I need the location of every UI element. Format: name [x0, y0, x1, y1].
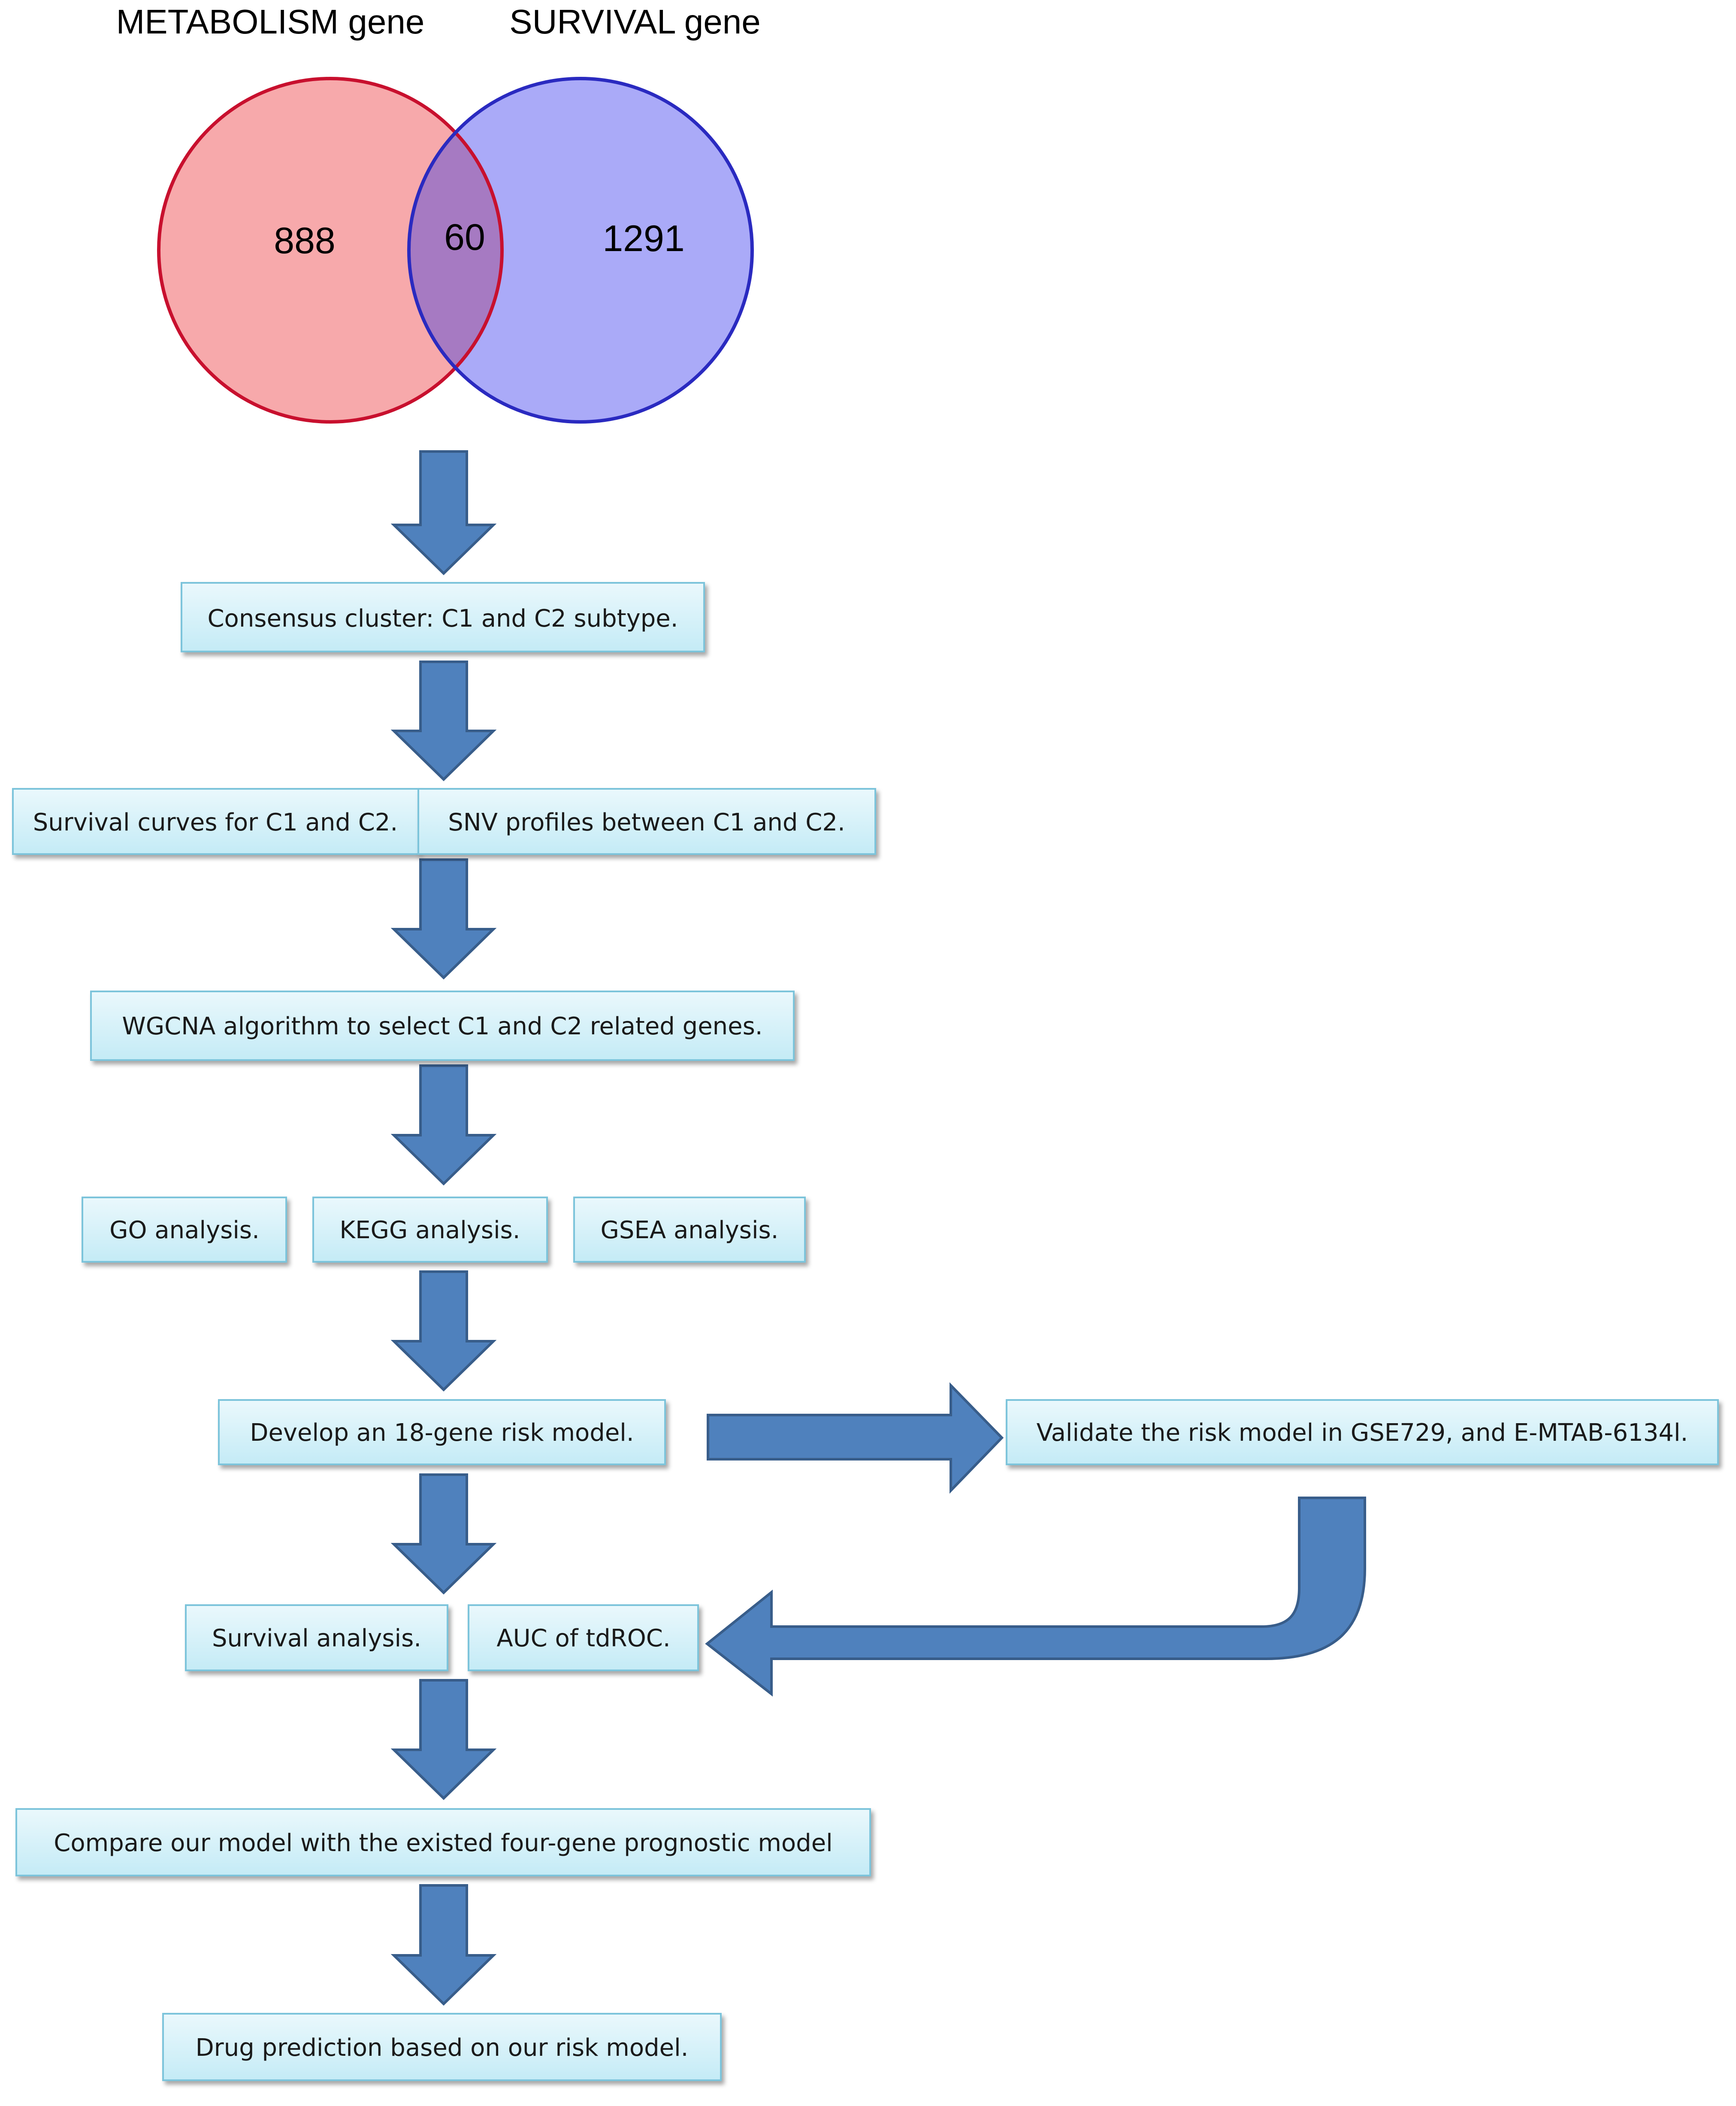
down-arrows	[390, 450, 497, 2006]
drug-prediction-box: Drug prediction based on our risk model.	[162, 2013, 722, 2081]
snv-profiles-text: SNV profiles between C1 and C2.	[448, 809, 845, 836]
consensus-cluster-text: Consensus cluster: C1 and C2 subtype.	[207, 605, 678, 633]
auc-text: AUC of tdROC.	[496, 1624, 670, 1652]
down-arrow-icon	[390, 661, 497, 782]
venn-diagram: METABOLISM gene SURVIVAL gene 888 60 129…	[116, 3, 761, 424]
metabolism-circle-outline	[157, 77, 504, 424]
down-arrow-icon	[390, 450, 497, 576]
survival-analysis-box: Survival analysis.	[185, 1604, 448, 1671]
risk-model-text: Develop an 18-gene risk model.	[250, 1419, 634, 1447]
return-arrow-icon	[705, 1497, 1366, 1697]
snv-profiles-box: SNV profiles between C1 and C2.	[417, 788, 876, 855]
step-boxes: Consensus cluster: C1 and C2 subtype. Su…	[12, 582, 1719, 2081]
kegg-analysis-box: KEGG analysis.	[312, 1197, 548, 1263]
go-analysis-box: GO analysis.	[82, 1197, 287, 1263]
survival-only-count: 1291	[602, 218, 684, 259]
down-arrow-icon	[390, 858, 497, 980]
wgcna-box: WGCNA algorithm to select C1 and C2 rela…	[90, 991, 795, 1061]
down-arrow-icon	[390, 1064, 497, 1186]
compare-model-text: Compare our model with the existed four-…	[54, 1829, 832, 1857]
gsea-analysis-box: GSEA analysis.	[573, 1197, 806, 1263]
validate-box: Validate the risk model in GSE729, and E…	[1006, 1399, 1719, 1465]
risk-model-box: Develop an 18-gene risk model.	[218, 1399, 666, 1465]
drug-prediction-text: Drug prediction based on our risk model.	[196, 2034, 689, 2062]
wgcna-text: WGCNA algorithm to select C1 and C2 rela…	[122, 1012, 762, 1040]
kegg-analysis-text: KEGG analysis.	[339, 1216, 520, 1244]
survival-circle	[409, 79, 752, 422]
metabolism-gene-label: METABOLISM gene	[116, 3, 425, 41]
auc-box: AUC of tdROC.	[468, 1604, 699, 1671]
metabolism-only-count: 888	[274, 220, 336, 261]
survival-gene-label: SURVIVAL gene	[509, 3, 761, 41]
validate-text: Validate the risk model in GSE729, and E…	[1037, 1419, 1688, 1447]
survival-circle-outline	[407, 77, 754, 424]
right-arrow-icon	[707, 1382, 1004, 1494]
survival-analysis-text: Survival analysis.	[212, 1624, 421, 1652]
consensus-cluster-box: Consensus cluster: C1 and C2 subtype.	[181, 582, 705, 652]
compare-model-box: Compare our model with the existed four-…	[15, 1808, 871, 1876]
down-arrow-icon	[390, 1473, 497, 1595]
gsea-analysis-text: GSEA analysis.	[601, 1216, 779, 1244]
overlap-count: 60	[444, 217, 485, 258]
survival-curves-text: Survival curves for C1 and C2.	[33, 809, 398, 836]
down-arrow-icon	[390, 1884, 497, 2006]
go-analysis-text: GO analysis.	[109, 1216, 260, 1244]
survival-curves-box: Survival curves for C1 and C2.	[12, 788, 419, 855]
down-arrow-icon	[390, 1679, 497, 1800]
down-arrow-icon	[390, 1270, 497, 1392]
metabolism-circle	[159, 79, 502, 422]
